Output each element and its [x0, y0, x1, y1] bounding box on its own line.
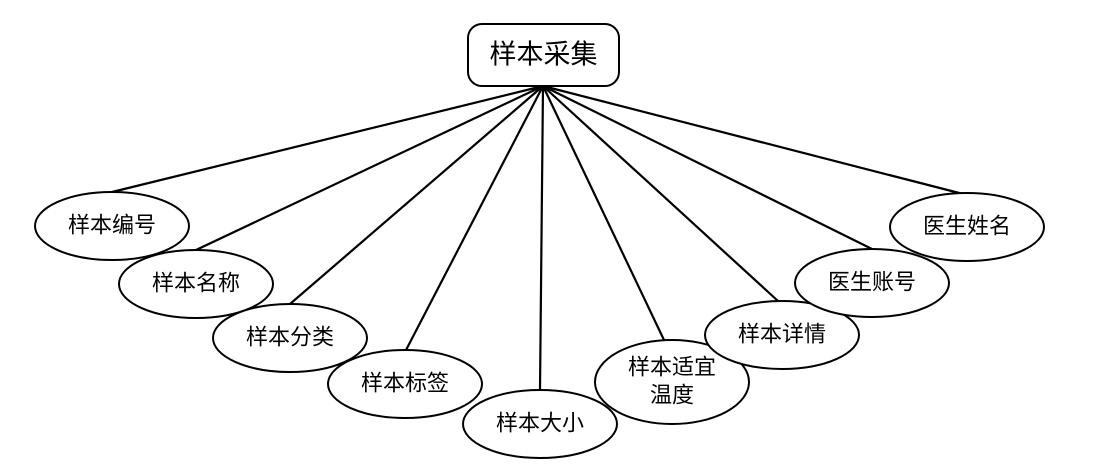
connector-line-1	[111, 84, 544, 194]
connector-line-2	[195, 85, 544, 251]
attribute-ellipse-9	[889, 192, 1045, 262]
attribute-label-9: 医生姓名	[923, 215, 1011, 240]
attribute-node-4: 样本标签	[327, 349, 483, 419]
attribute-label-5: 样本大小	[496, 412, 584, 437]
attribute-ellipse-8	[794, 248, 950, 318]
connector-line-4	[404, 85, 544, 353]
root-entity: 样本采集	[467, 23, 620, 87]
connector-line-5	[538, 85, 545, 391]
attribute-node-2: 样本名称	[118, 249, 274, 319]
attribute-label-1: 样本编号	[68, 214, 156, 239]
root-entity-box	[467, 23, 620, 87]
attribute-label-3: 样本分类	[246, 326, 334, 351]
attribute-ellipse-1	[34, 191, 190, 261]
attribute-ellipse-2	[118, 249, 274, 319]
attribute-ellipse-3	[212, 303, 368, 373]
attribute-ellipse-6	[594, 339, 750, 425]
connector-line-7	[542, 85, 779, 302]
attribute-ellipse-5	[462, 389, 618, 459]
attribute-node-5: 样本大小	[462, 389, 618, 459]
connector-lines	[111, 84, 968, 391]
attribute-ellipse-7	[704, 300, 860, 370]
connector-line-8	[542, 85, 873, 250]
root-entity-label: 样本采集	[490, 40, 598, 71]
attribute-label-7: 样本详情	[738, 323, 826, 348]
attribute-label-2: 样本名称	[152, 272, 240, 297]
attribute-node-1: 样本编号	[34, 191, 190, 261]
attribute-node-8: 医生账号	[794, 248, 950, 318]
attribute-node-9: 医生姓名	[889, 192, 1045, 262]
connector-line-6	[542, 85, 665, 341]
connector-line-9	[542, 84, 968, 197]
attribute-node-7: 样本详情	[704, 300, 860, 370]
attribute-label-6-line-1: 样本适宜	[628, 356, 716, 381]
attribute-label-6-line-2: 温度	[650, 384, 694, 409]
connector-line-3	[289, 85, 544, 305]
attribute-ellipse-4	[327, 349, 483, 419]
attribute-label-4: 样本标签	[361, 372, 449, 397]
attribute-label-8: 医生账号	[828, 271, 916, 296]
attribute-node-3: 样本分类	[212, 303, 368, 373]
